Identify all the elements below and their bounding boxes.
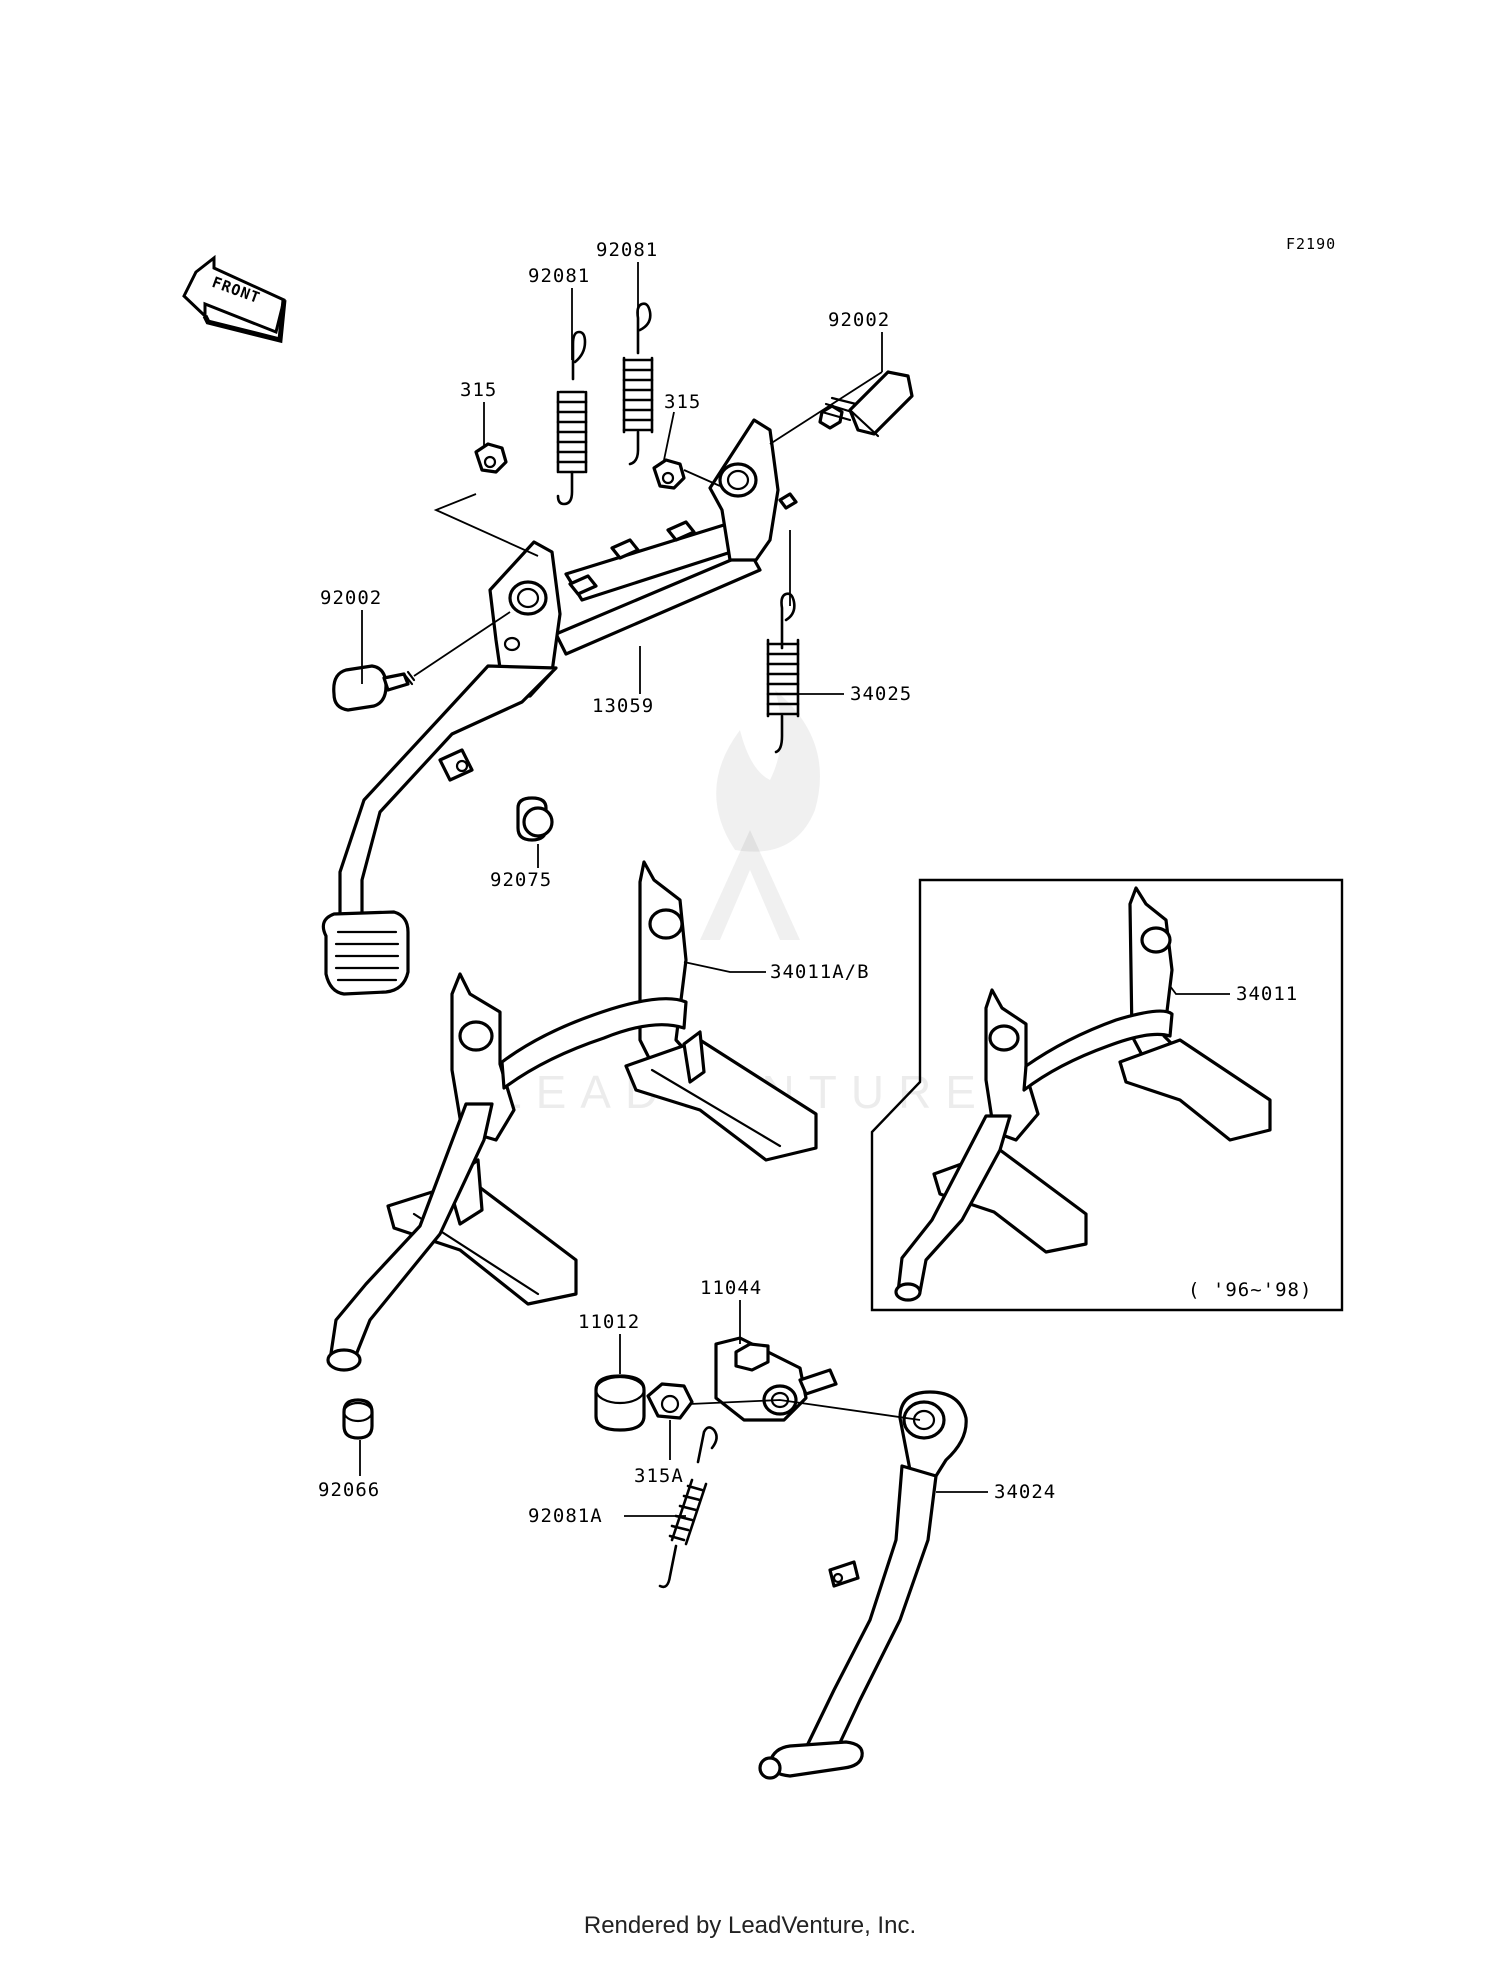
spring-92081a [658,1426,718,1589]
spring-92081-right [622,302,654,466]
brake-pedal-assembly-13059 [321,418,798,996]
leader-lines [359,262,1230,1517]
watermark-logo [700,690,820,940]
footer-credit: Rendered by LeadVenture, Inc. [583,1912,917,1939]
bolt-92002-left [332,664,416,712]
bolt-92002-top [818,370,914,438]
part-label-92002-top: 92002 [828,309,890,331]
figure-code: F2190 [1286,235,1336,253]
side-stand-34024 [758,1390,968,1780]
part-label-34025: 34025 [850,683,912,705]
nut-315a [646,1382,694,1420]
part-label-92081a: 92081A [528,1505,603,1527]
part-label-92081-right: 92081 [596,239,658,261]
front-arrow-icon: FRONT [182,254,287,344]
part-label-92002-left: 92002 [320,587,382,609]
part-label-92066: 92066 [318,1479,380,1501]
part-label-34011ab: 34011A/B [770,961,870,983]
part-label-315-left: 315 [460,379,497,401]
inset-box [870,878,1344,1312]
rubber-11012 [594,1374,646,1432]
part-label-13059: 13059 [592,695,654,717]
part-label-34011: 34011 [1236,983,1298,1005]
part-label-34024: 34024 [994,1481,1056,1503]
part-label-11012: 11012 [578,1311,640,1333]
part-label-315a: 315A [634,1465,684,1487]
part-label-92075: 92075 [490,869,552,891]
inset-year-note: ( '96~'98) [1188,1279,1312,1301]
nut-315-right [652,458,686,490]
spring-92081-left [556,330,588,506]
part-label-315-right: 315 [664,391,701,413]
main-stand-34011ab [326,860,818,1372]
part-label-11044: 11044 [700,1277,762,1299]
spring-34025 [766,592,800,754]
bracket-11044 [714,1336,838,1422]
nut-315-left [474,442,508,474]
cap-92066 [342,1398,374,1440]
part-label-92081-left: 92081 [528,265,590,287]
cap-92075 [516,796,554,842]
